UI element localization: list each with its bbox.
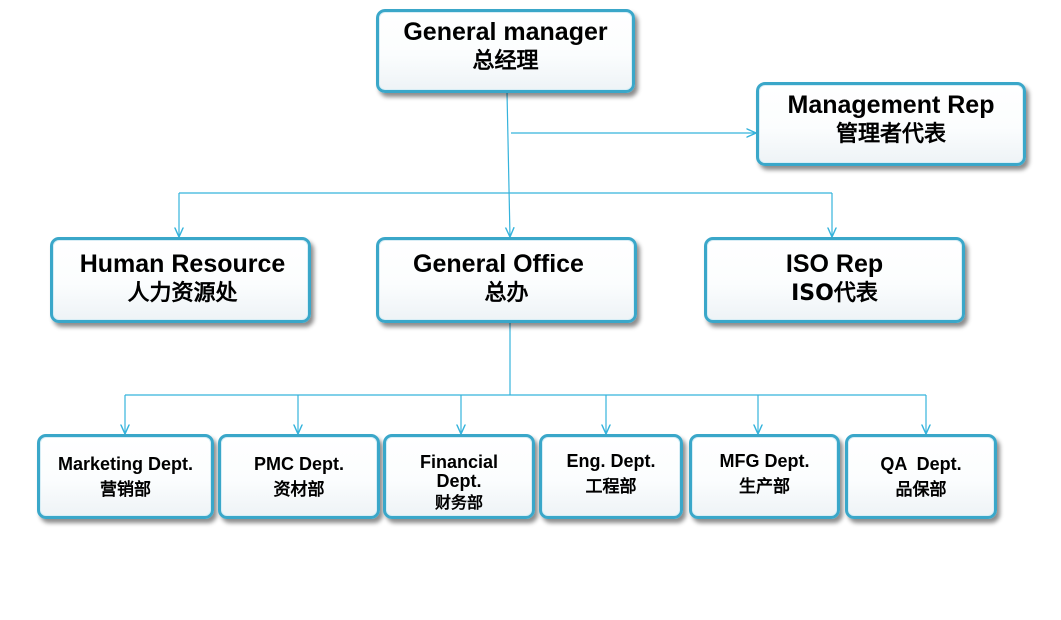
financial-dept-box: Financial Dept. 财务部 <box>383 434 535 519</box>
human-resource-box: Human Resource 人力资源处 <box>50 237 311 323</box>
marketing-dept-title: Marketing Dept. <box>57 454 194 474</box>
mfg-dept-title-zh: 生产部 <box>739 476 790 497</box>
management-rep-title-zh: 管理者代表 <box>835 121 946 147</box>
gm-trunk-line <box>507 91 510 237</box>
human-resource-title: Human Resource <box>79 250 286 278</box>
general-manager-title: General manager <box>403 18 608 46</box>
human-resource-title-zh: 人力资源处 <box>127 280 238 306</box>
marketing-dept-box: Marketing Dept. 营销部 <box>37 434 214 519</box>
engineering-dept-title: Eng. Dept. <box>566 451 656 471</box>
qa-dept-title-zh: 品保部 <box>895 479 947 500</box>
qa-dept-box: QA Dept. 品保部 <box>845 434 997 519</box>
pmc-dept-box: PMC Dept. 资材部 <box>218 434 380 519</box>
general-manager-box: General manager 总经理 <box>376 9 635 93</box>
qa-dept-title: QA Dept. <box>880 454 962 474</box>
engineering-dept-title-zh: 工程部 <box>585 476 637 497</box>
iso-rep-box: ISO Rep ISO代表 <box>704 237 965 323</box>
general-office-title: General Office <box>413 250 584 278</box>
management-rep-title: Management Rep <box>787 91 995 119</box>
mfg-dept-title: MFG Dept. <box>719 451 810 471</box>
iso-rep-title-zh: ISO代表 <box>791 280 878 306</box>
engineering-dept-box: Eng. Dept. 工程部 <box>539 434 683 519</box>
management-rep-box: Management Rep 管理者代表 <box>756 82 1026 166</box>
general-office-box: General Office 总办 <box>376 237 637 323</box>
pmc-dept-title-zh: 资材部 <box>273 479 325 500</box>
financial-dept-title-zh: 财务部 <box>434 492 483 512</box>
marketing-dept-title-zh: 营销部 <box>100 479 151 500</box>
general-manager-title-zh: 总经理 <box>472 48 539 74</box>
financial-dept-title: Financial Dept. <box>419 452 499 492</box>
pmc-dept-title: PMC Dept. <box>254 454 344 474</box>
iso-rep-title: ISO Rep <box>785 250 884 278</box>
general-office-title-zh: 总办 <box>484 280 529 306</box>
mfg-dept-box: MFG Dept. 生产部 <box>689 434 840 519</box>
